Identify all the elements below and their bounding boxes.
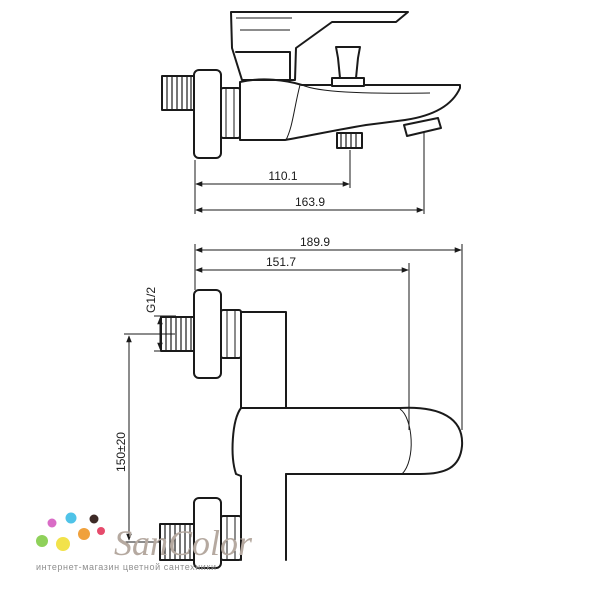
logo-dot-orange xyxy=(78,528,90,540)
top-eccentric-nut xyxy=(220,87,241,139)
logo-dot-cyan xyxy=(65,512,77,524)
front-upper-nut xyxy=(220,309,242,359)
top-inlet-thread xyxy=(161,75,196,111)
top-lever-handle xyxy=(230,11,409,81)
dim-label-g1-2: G1/2 xyxy=(144,287,158,313)
logo-dot-magenta xyxy=(47,518,57,528)
top-dimensions xyxy=(194,132,425,214)
top-diverter-knob xyxy=(331,46,365,87)
sancolor-logo: SanColor интернет-магазин цветной сантех… xyxy=(36,512,253,572)
front-view: 189.9 151.7 G1/2 150±20 xyxy=(114,235,464,569)
front-mixer-body xyxy=(231,311,464,561)
top-aerator xyxy=(403,117,442,137)
logo-color-dots xyxy=(36,512,105,551)
top-view: 110.1 163.9 xyxy=(161,11,461,214)
top-wall-flange xyxy=(193,69,222,159)
dim-label-110-1: 110.1 xyxy=(268,169,297,183)
dim-label-163-9: 163.9 xyxy=(295,195,325,209)
logo-dot-green xyxy=(36,535,48,547)
dim-label-189-9: 189.9 xyxy=(300,235,330,249)
front-lower-nut xyxy=(220,515,242,561)
logo-dot-pink xyxy=(97,527,105,535)
top-mixer-body xyxy=(239,78,461,141)
logo-dot-dark xyxy=(89,514,99,524)
logo-wordmark: SanColor xyxy=(114,523,253,563)
logo-tagline: интернет-магазин цветной сантехники xyxy=(36,562,217,572)
front-lower-inlet-thread xyxy=(159,523,195,561)
dim-label-151-7: 151.7 xyxy=(266,255,296,269)
dim-label-150-20: 150±20 xyxy=(114,432,128,472)
logo-dot-yellow xyxy=(56,537,70,551)
front-upper-flange xyxy=(193,289,222,379)
front-dimensions xyxy=(124,244,463,543)
top-shower-outlet xyxy=(336,132,363,149)
